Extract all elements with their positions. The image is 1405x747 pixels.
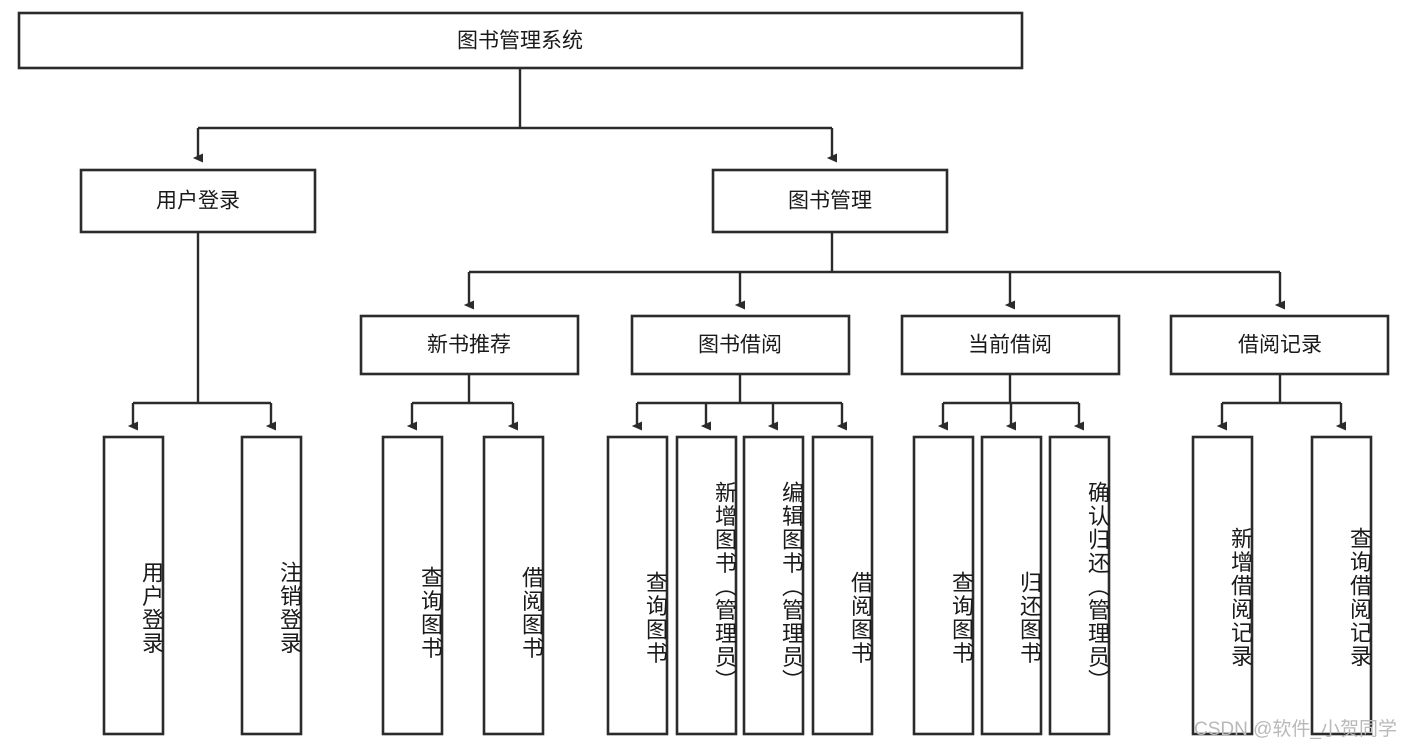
node-book-borrow-label: 图书借阅	[698, 334, 782, 357]
node-current-borrow[interactable]: 当前借阅	[900, 314, 1121, 376]
node-borrow-record-label: 借阅记录	[1238, 334, 1322, 357]
node-book-borrow-box[interactable]	[630, 314, 851, 376]
leaf-box-current-borrow-1[interactable]	[912, 435, 975, 736]
node-current-borrow-box[interactable]	[900, 314, 1121, 376]
node-new-book-recommend-box[interactable]	[359, 314, 580, 376]
leaf-box-book-borrow-2[interactable]	[675, 435, 738, 736]
node-book-borrow[interactable]: 图书借阅	[630, 314, 851, 376]
node-root-label: 图书管理系统	[457, 30, 583, 53]
connector-group-book-borrow	[631, 374, 848, 431]
connector-group-new-book	[406, 374, 519, 431]
leaf-box-borrow-record-2[interactable]	[1310, 435, 1373, 736]
connector-group-root	[192, 68, 838, 163]
leaf-box-new-book-2[interactable]	[482, 435, 545, 736]
leaf-box-borrow-record-1[interactable]	[1191, 435, 1254, 736]
node-root-book-system[interactable]: 图书管理系统	[17, 11, 1024, 70]
node-new-book-recommend-label: 新书推荐	[427, 334, 511, 357]
node-borrow-record-box[interactable]	[1169, 314, 1390, 376]
node-user-login[interactable]: 用户登录	[79, 168, 317, 234]
node-book-manage-box[interactable]	[711, 168, 949, 234]
leaf-box-current-borrow-3[interactable]	[1048, 435, 1111, 736]
leaf-box-user-login-1[interactable]	[102, 435, 165, 736]
node-root-box[interactable]	[17, 11, 1024, 70]
leaf-box-book-borrow-4[interactable]	[811, 435, 874, 736]
connector-group-current-borrow	[937, 374, 1085, 431]
node-user-login-box[interactable]	[79, 168, 317, 234]
node-user-login-label: 用户登录	[156, 190, 240, 213]
connector-group-user-login	[127, 232, 277, 431]
leaf-box-new-book-1[interactable]	[381, 435, 444, 736]
node-current-borrow-label: 当前借阅	[968, 334, 1052, 357]
leaf-box-book-borrow-1[interactable]	[606, 435, 669, 736]
node-book-manage-label: 图书管理	[788, 190, 872, 213]
leaf-box-book-borrow-3[interactable]	[742, 435, 805, 736]
node-book-manage[interactable]: 图书管理	[711, 168, 949, 234]
leaf-box-current-borrow-2[interactable]	[980, 435, 1043, 736]
connector-group-book-manage	[463, 232, 1286, 310]
node-new-book-recommend[interactable]: 新书推荐	[359, 314, 580, 376]
node-borrow-record[interactable]: 借阅记录	[1169, 314, 1390, 376]
leaf-box-user-login-2[interactable]	[240, 435, 303, 736]
connector-group-borrow-record	[1216, 374, 1347, 431]
